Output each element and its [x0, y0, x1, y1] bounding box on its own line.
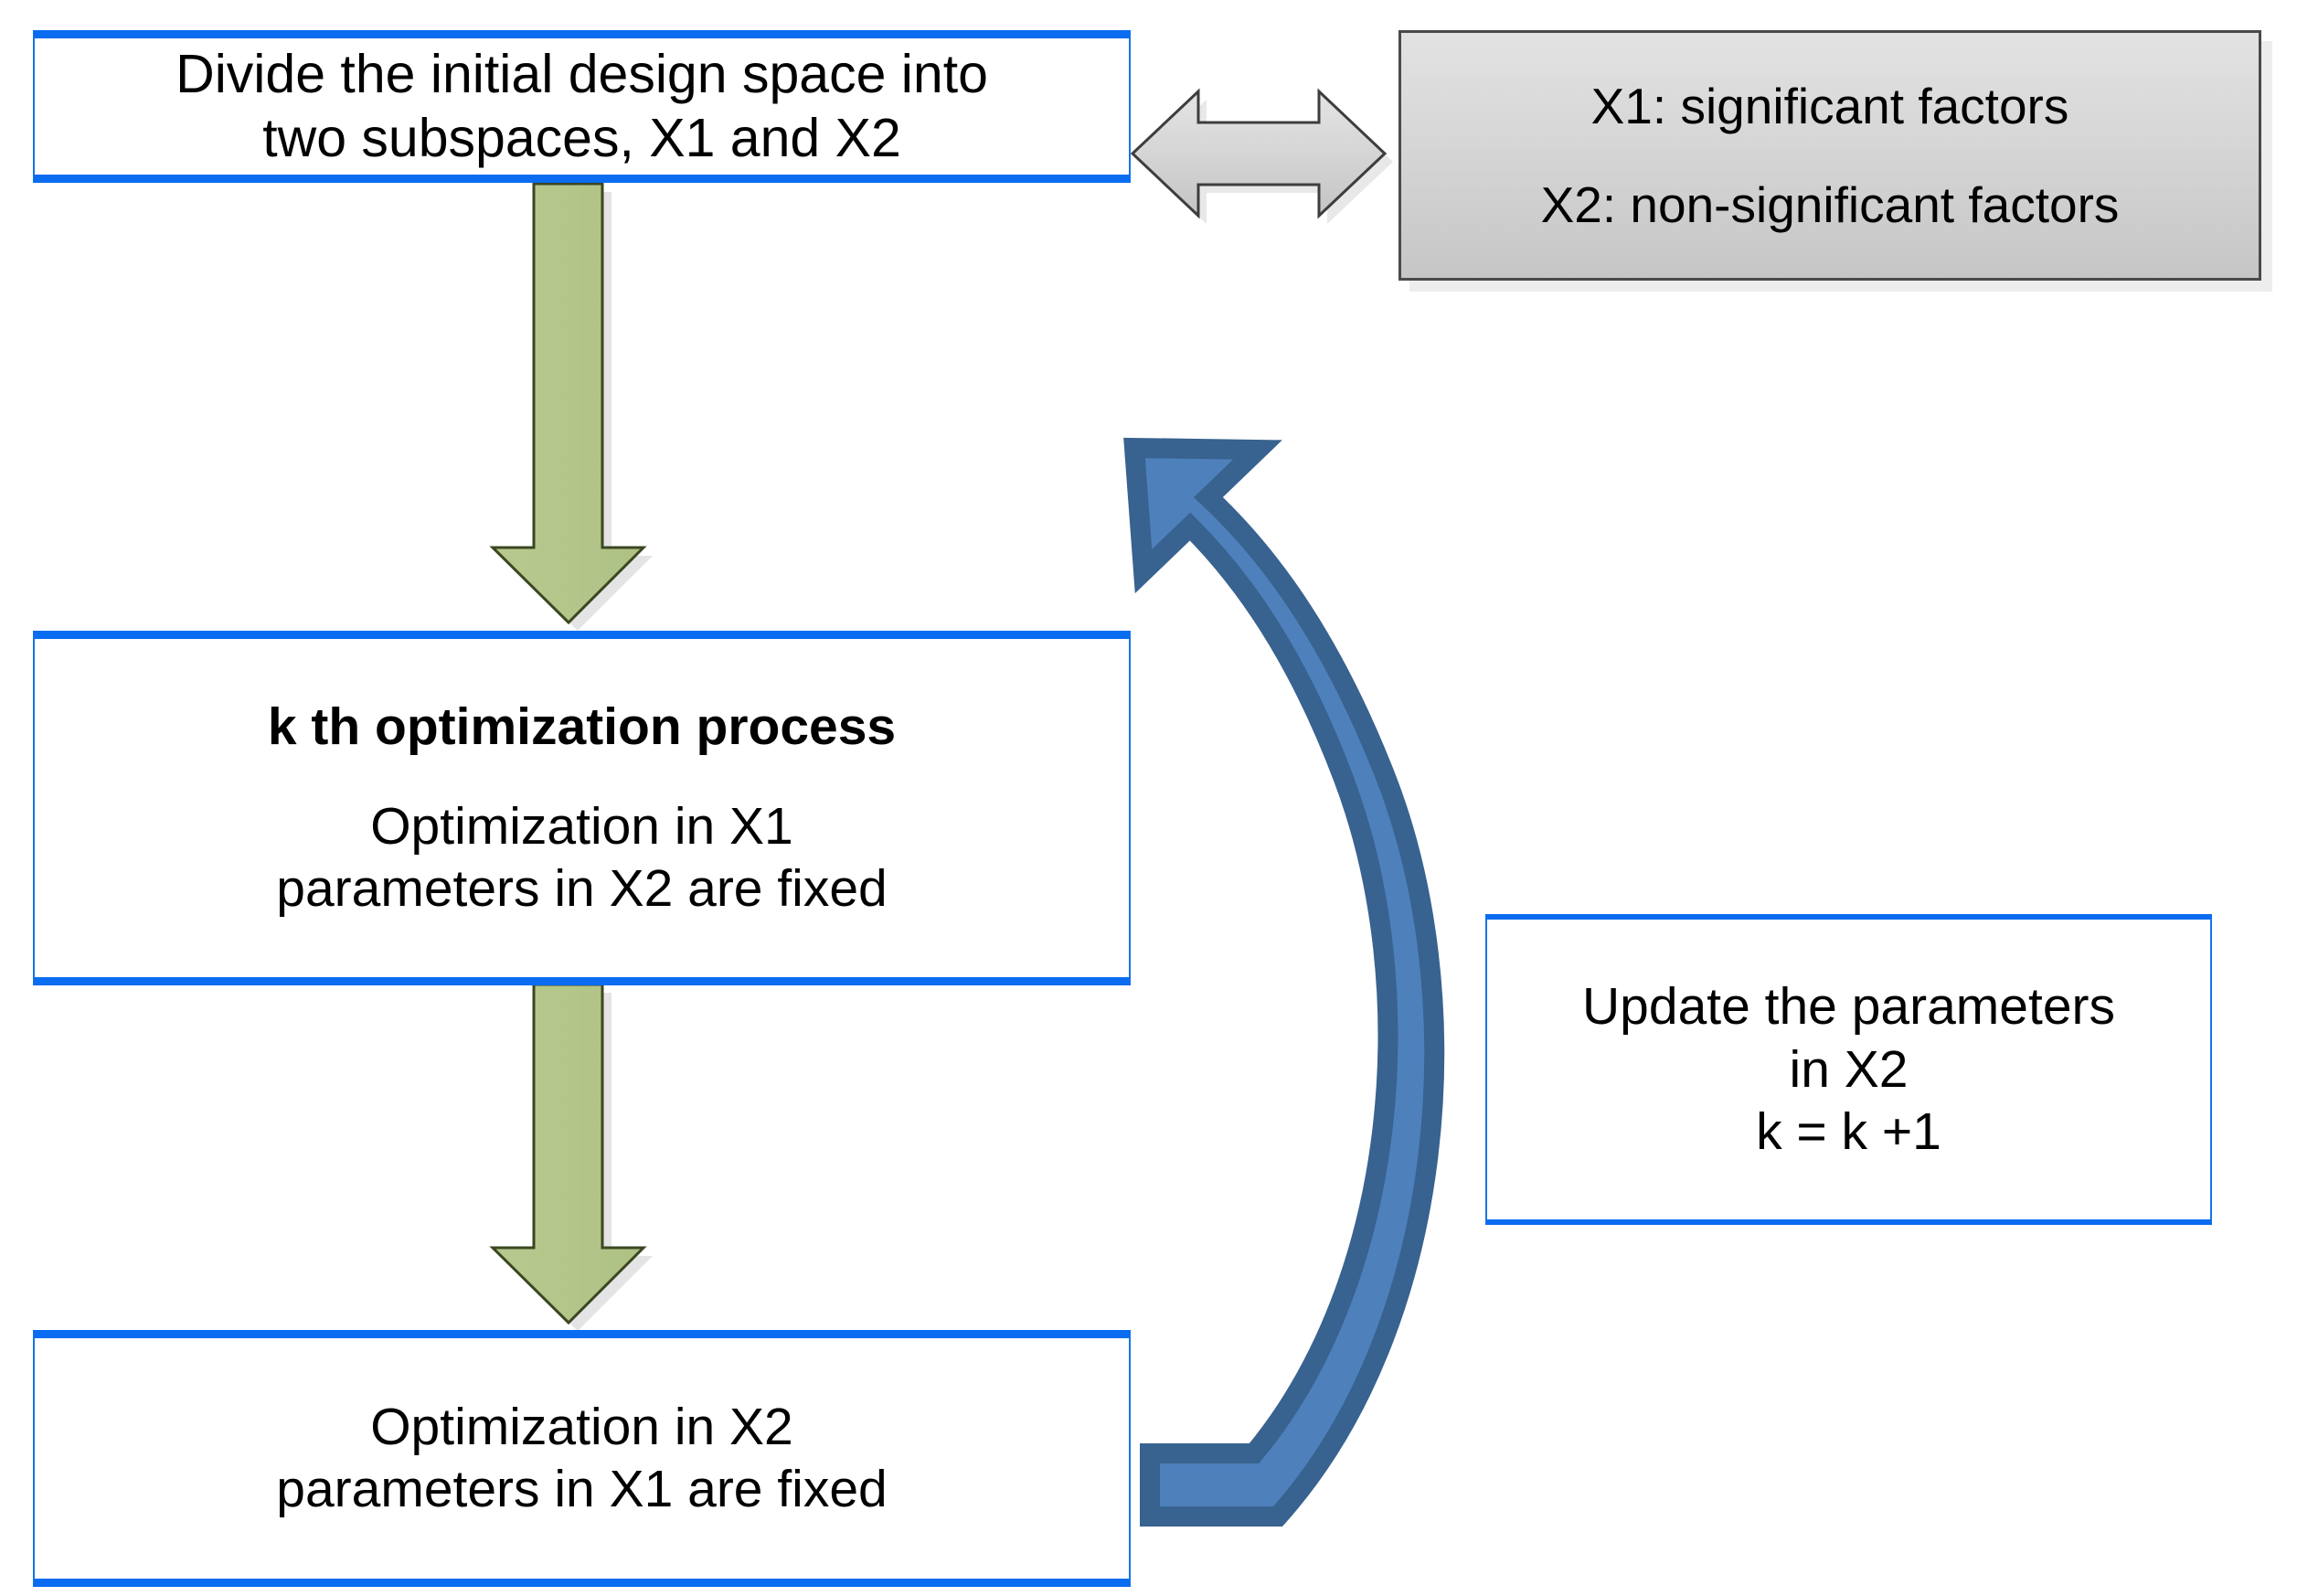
- node-optx2-line-2: parameters in X1 are fixed: [276, 1459, 888, 1518]
- node-kth-line-2: parameters in X2 are fixed: [276, 858, 888, 918]
- legend-line-x2: X2: non-significant factors: [1540, 176, 2120, 233]
- down-arrow-icon: [489, 983, 653, 1331]
- down-arrow-icon: [489, 182, 653, 631]
- node-optimization-in-x2[interactable]: Optimization in X2 parameters in X1 are …: [33, 1330, 1131, 1587]
- node-divide-line-2: two subspaces, X1 and X2: [262, 107, 901, 168]
- legend-box-factor-definitions: X1: significant factors X2: non-signific…: [1398, 30, 2261, 281]
- node-divide-line-1: Divide the initial design space into: [175, 43, 988, 104]
- node-optx2-line-1: Optimization in X2: [370, 1398, 793, 1457]
- node-kth-optimization-process[interactable]: k th optimization process Optimization i…: [33, 631, 1131, 985]
- node-update-parameters[interactable]: Update the parameters in X2 k = k +1: [1485, 914, 2212, 1225]
- legend-line-x1: X1: significant factors: [1590, 77, 2069, 134]
- node-update-line-3: k = k +1: [1756, 1102, 1941, 1162]
- node-divide-design-space[interactable]: Divide the initial design space into two…: [33, 30, 1131, 183]
- double-headed-arrow-icon: [1130, 88, 1393, 224]
- node-kth-heading: k th optimization process: [267, 697, 897, 757]
- curved-up-arrow-icon: [1123, 437, 1445, 1527]
- node-kth-line-1: Optimization in X1: [370, 797, 793, 857]
- node-update-line-2: in X2: [1789, 1039, 1909, 1099]
- node-update-line-1: Update the parameters: [1582, 977, 2115, 1037]
